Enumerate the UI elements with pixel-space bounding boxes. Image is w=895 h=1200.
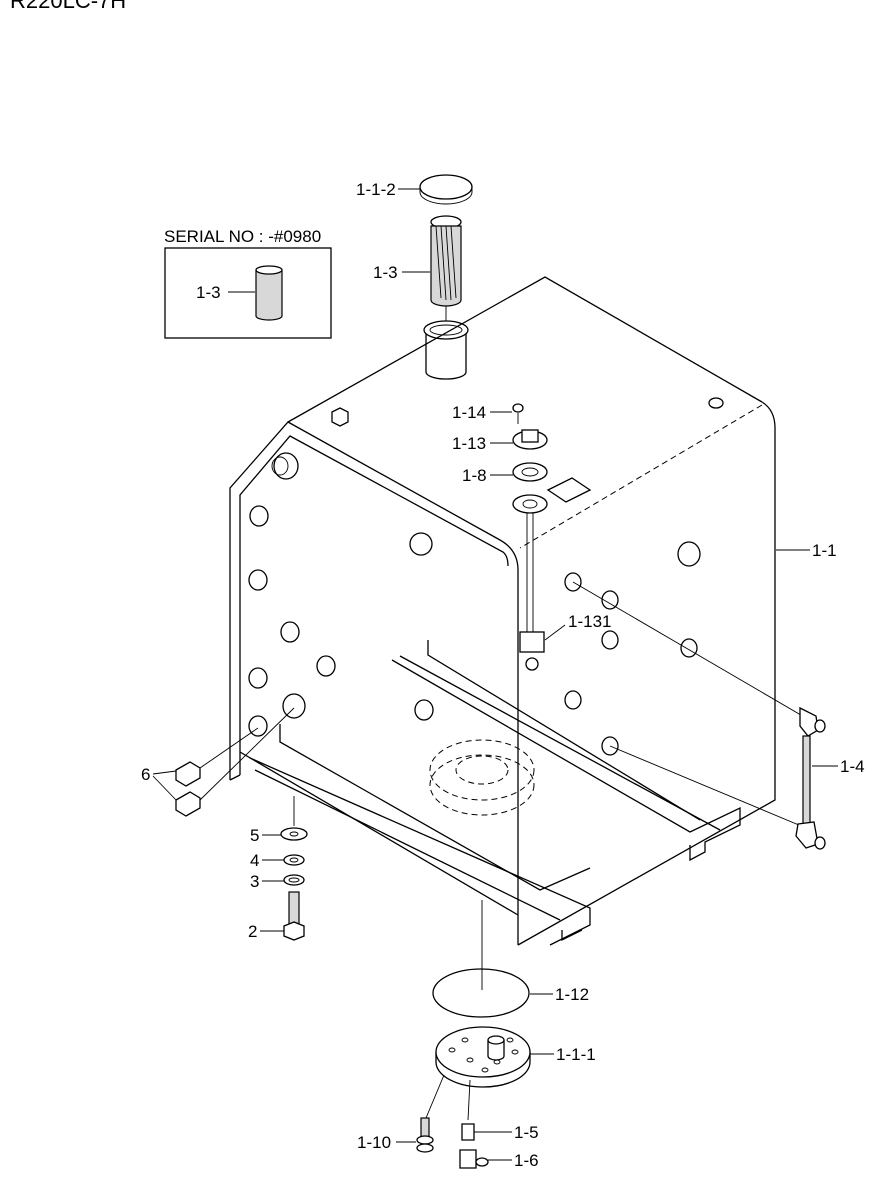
- filler-neck: [423, 320, 469, 380]
- drain-valve-1-6-part: [459, 1149, 489, 1169]
- label-1-8: 1-8: [462, 466, 487, 485]
- serial-inset: SERIAL NO : -#0980 1-3: [164, 227, 332, 339]
- label-1-5: 1-5: [514, 1123, 539, 1142]
- strainer-icon-inset: [255, 265, 283, 321]
- bolt-2-part: [283, 891, 305, 941]
- model-title: R220LC-7H: [10, 0, 126, 13]
- label-1-14: 1-14: [452, 403, 486, 422]
- o-ring-part: [432, 968, 530, 1018]
- serial-frame: [164, 247, 332, 339]
- strainer-part: [430, 215, 462, 307]
- level-gauge-part: [572, 581, 826, 850]
- bolt-1-10-part: [416, 1117, 434, 1153]
- level-sender-stack: [512, 403, 592, 671]
- label-6: 6: [141, 765, 150, 784]
- cover-plate-part: [435, 1026, 531, 1088]
- label-4: 4: [250, 851, 259, 870]
- serial-title: SERIAL NO : -#0980: [164, 227, 321, 246]
- label-1-4: 1-4: [840, 757, 865, 776]
- label-1-1: 1-1: [812, 541, 837, 560]
- label-1-12: 1-12: [555, 985, 589, 1004]
- label-1-13: 1-13: [452, 434, 486, 453]
- washer-3-part: [283, 874, 305, 886]
- washer-4-part: [283, 854, 305, 866]
- serial-part-label: 1-3: [196, 283, 221, 302]
- tank-body: [229, 276, 776, 946]
- label-5: 5: [250, 826, 259, 845]
- plug-parts: [175, 707, 295, 817]
- label-2: 2: [248, 922, 257, 941]
- label-1-131: 1-131: [568, 612, 611, 631]
- label-1-3: 1-3: [373, 263, 398, 282]
- label-1-1-1: 1-1-1: [556, 1045, 596, 1064]
- washer-5-part: [280, 827, 308, 841]
- label-1-1-2: 1-1-2: [356, 180, 396, 199]
- label-1-6: 1-6: [514, 1151, 539, 1170]
- label-1-10: 1-10: [357, 1133, 391, 1152]
- cap-part: [419, 174, 473, 205]
- label-3: 3: [250, 872, 259, 891]
- fitting-1-5-part: [461, 1123, 475, 1141]
